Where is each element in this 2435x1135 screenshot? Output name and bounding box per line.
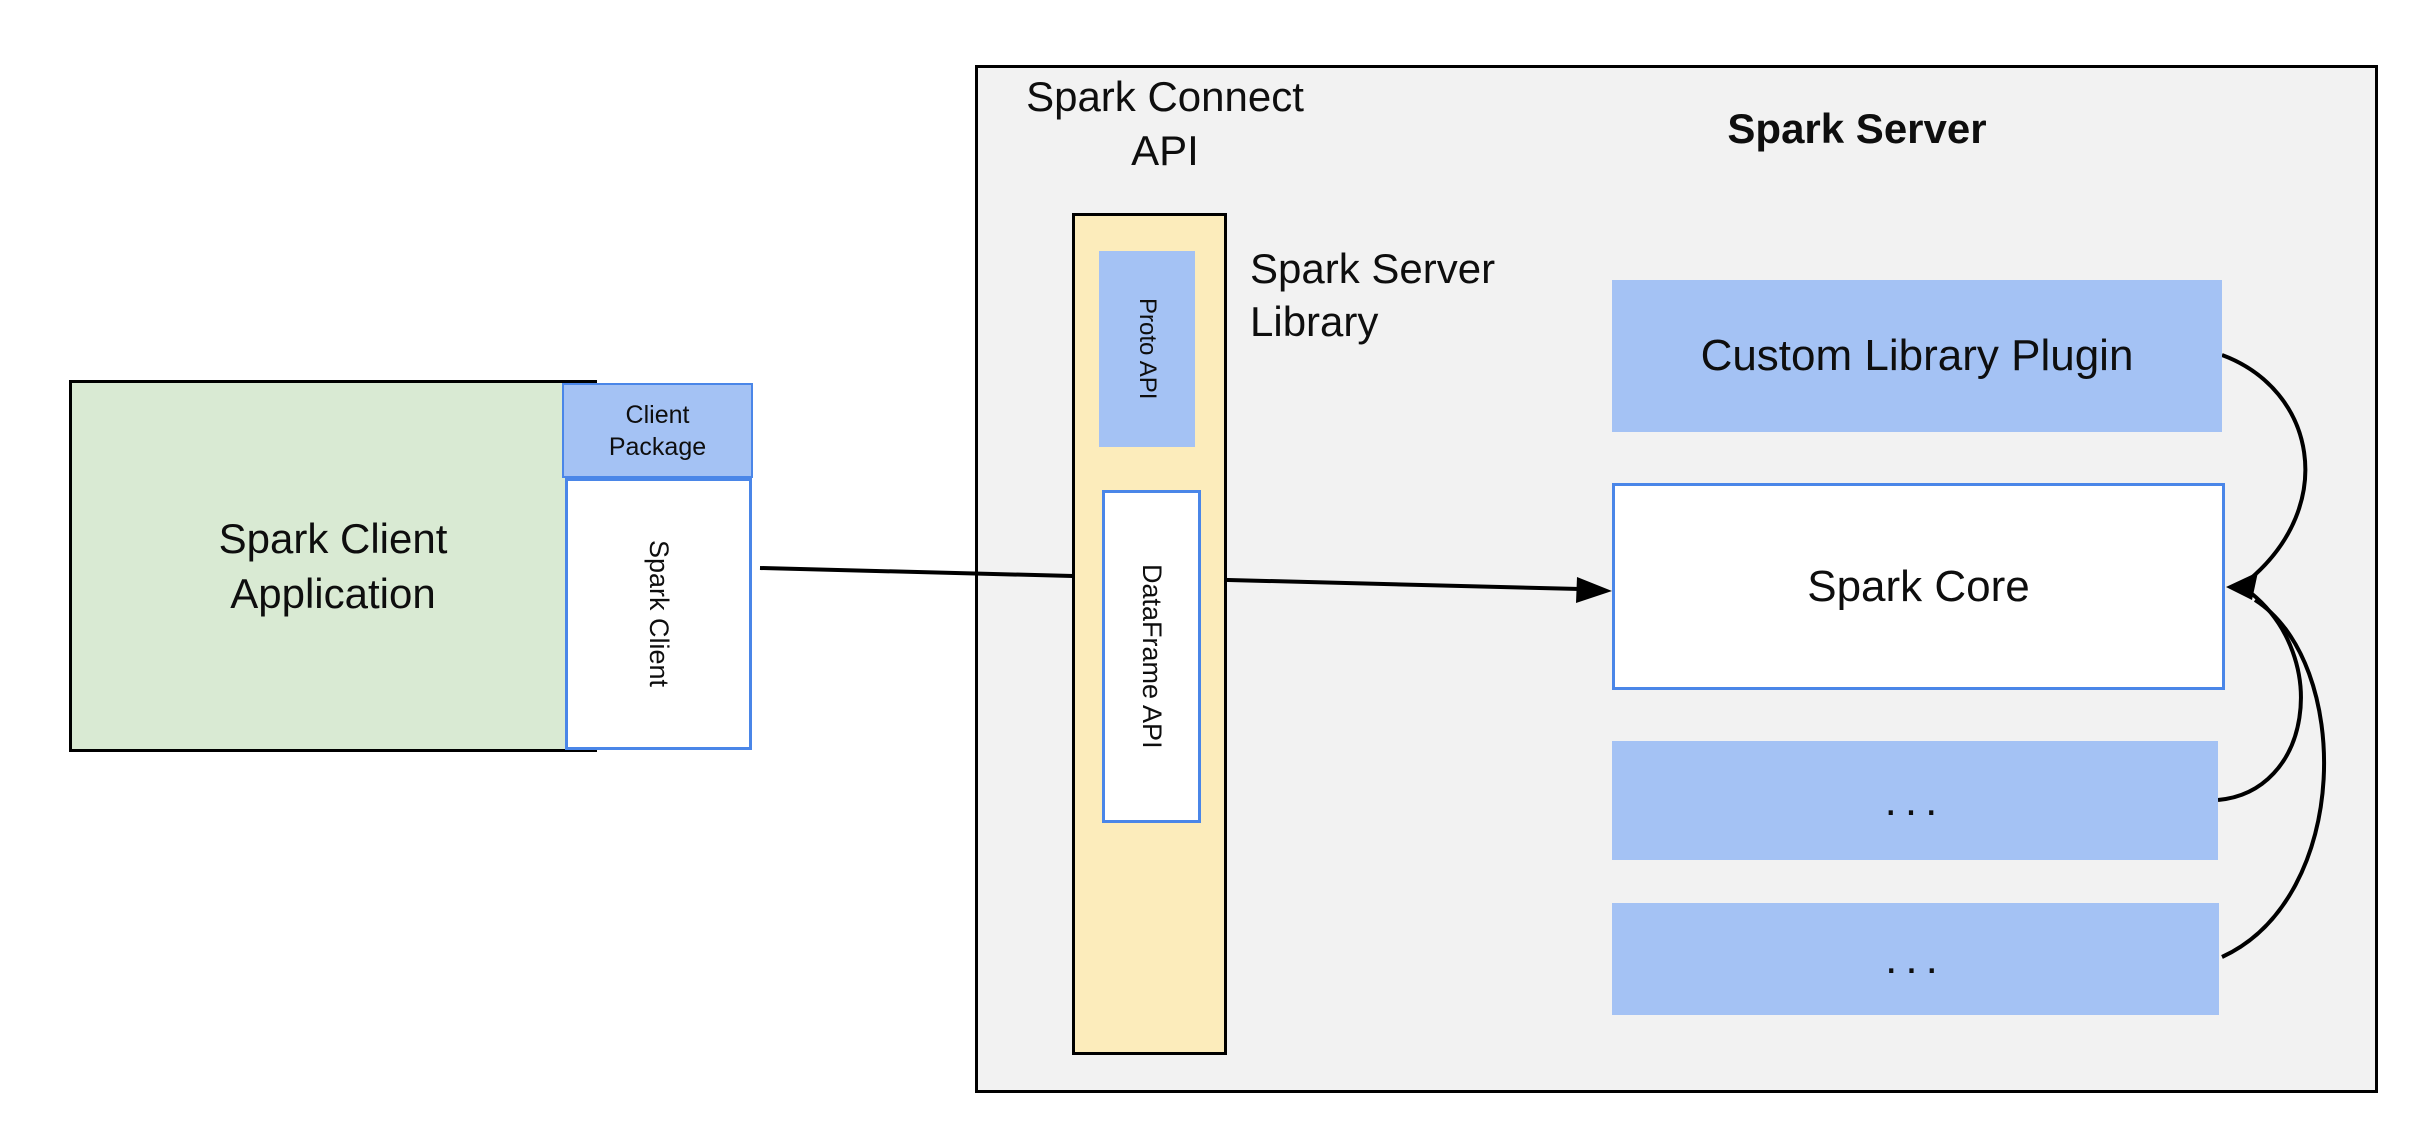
spark-client-label: Spark Client: [644, 540, 674, 688]
spark-core-box: Spark Core: [1612, 483, 2225, 690]
spark-server-title: Spark Server: [1727, 105, 1987, 152]
spark-core-label: Spark Core: [1807, 561, 2030, 611]
proto-api-label: Proto API: [1134, 298, 1161, 400]
plugin-slot-1-box: ...: [1612, 741, 2218, 860]
spark-client-box: Spark Client: [565, 478, 752, 750]
spark-connect-api-label: Spark Connect API: [1026, 73, 1304, 174]
custom-library-plugin-label: Custom Library Plugin: [1700, 331, 2134, 380]
plugin-slot-1-label: ...: [1884, 775, 1946, 825]
plugin-slot-2-box: ...: [1612, 903, 2219, 1015]
plugin-slot-2-label: ...: [1885, 934, 1946, 983]
dataframe-api-label: DataFrame API: [1137, 564, 1167, 749]
proto-api-box: Proto API: [1099, 251, 1195, 447]
client-package-label: Client Package: [608, 400, 707, 461]
spark-server-library-label: Spark Server Library: [1250, 245, 1496, 345]
dataframe-api-box: DataFrame API: [1102, 490, 1201, 823]
client-package-box: Client Package: [562, 383, 753, 478]
custom-library-plugin-box: Custom Library Plugin: [1612, 280, 2222, 432]
spark-client-application-label: Spark Client Application: [218, 515, 448, 617]
spark-client-application-box: Spark Client Application: [69, 380, 597, 752]
